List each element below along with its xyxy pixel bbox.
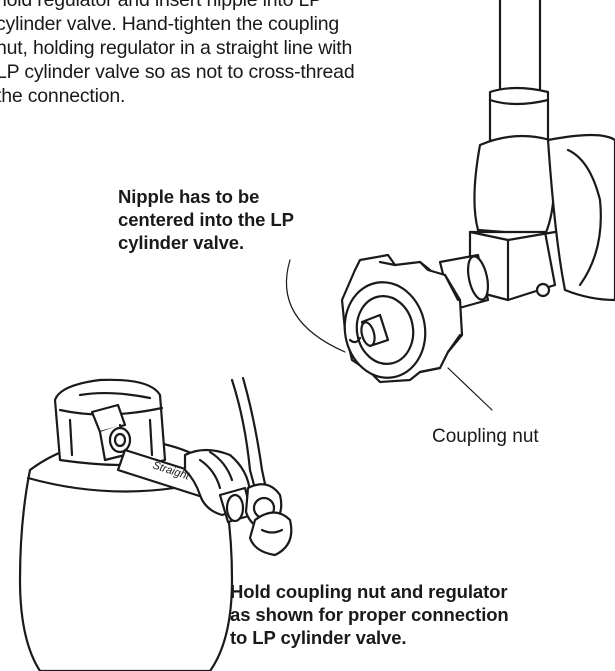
coupling-nut-label: Coupling nut	[432, 426, 539, 447]
lp-cylinder-illustration	[18, 376, 293, 671]
regulator-closeup	[285, 0, 615, 411]
callout-line: as shown for proper connection	[230, 604, 509, 625]
instruction-line: the connection.	[0, 85, 126, 107]
callout-line: Hold coupling nut and regulator	[230, 581, 508, 602]
nipple-callout: Nipple has to be centered into the LP cy…	[118, 185, 294, 254]
instruction-line: nut, holding regulator in a straight lin…	[0, 37, 353, 59]
instruction-text: hold regulator and insert nipple into LP…	[0, 0, 416, 108]
callout-line: Nipple has to be	[118, 186, 260, 207]
callout-line: cylinder valve.	[118, 232, 245, 253]
instruction-line: hold regulator and insert nipple into LP	[0, 0, 322, 11]
hold-callout: Hold coupling nut and regulator as shown…	[230, 580, 509, 649]
callout-line: centered into the LP	[118, 209, 294, 230]
instruction-line: cylinder valve. Hand-tighten the couplin…	[0, 13, 340, 35]
instruction-line: LP cylinder valve so as not to cross-thr…	[0, 61, 355, 83]
callout-line: to LP cylinder valve.	[230, 627, 407, 648]
